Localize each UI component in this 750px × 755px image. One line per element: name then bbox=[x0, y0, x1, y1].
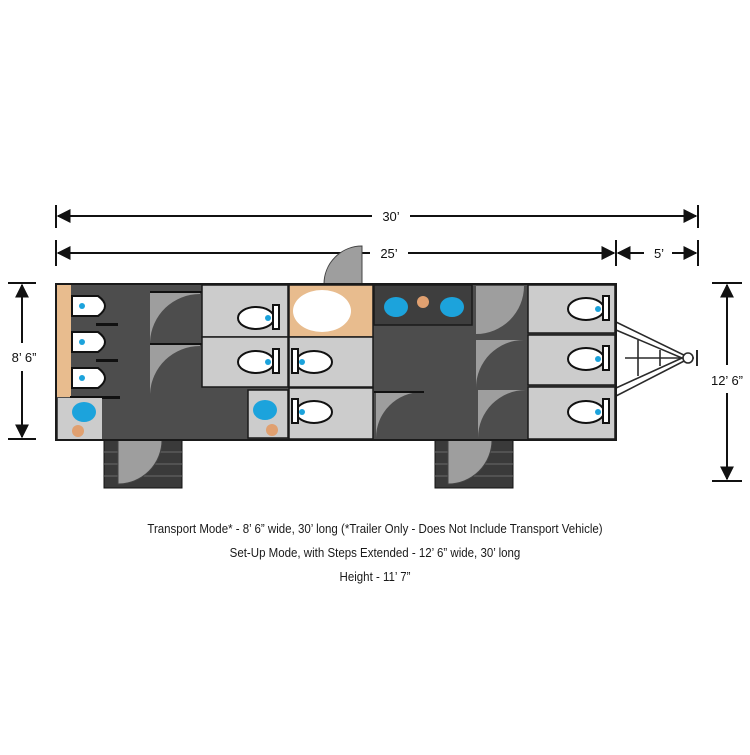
dimension-label-body: 25’ bbox=[380, 246, 397, 261]
trailer-hitch-icon bbox=[615, 321, 698, 397]
dimension-transport-width: 8’ 6” bbox=[8, 282, 37, 440]
door-swing-icon bbox=[447, 439, 493, 485]
door-swing-icon bbox=[117, 439, 163, 485]
trailer-outline bbox=[55, 283, 617, 441]
vanity-counter bbox=[57, 285, 71, 397]
caption-transport-mode: Transport Mode* - 8’ 6” wide, 30’ long (… bbox=[147, 522, 603, 536]
toilet-icon bbox=[567, 295, 610, 321]
door-swing-icon bbox=[476, 340, 524, 388]
sink-basin bbox=[293, 290, 351, 332]
toilet-icon bbox=[291, 348, 333, 374]
door-swing-icon bbox=[376, 392, 422, 438]
entry-steps-left bbox=[103, 439, 183, 489]
caption-setup-mode: Set-Up Mode, with Steps Extended - 12’ 6… bbox=[229, 546, 521, 560]
toilet-icon bbox=[567, 398, 610, 424]
door-swing-icon bbox=[478, 390, 526, 438]
door-swing-icon bbox=[150, 292, 200, 342]
sink-icon bbox=[384, 297, 408, 317]
caption-height: Height - 11’ 7” bbox=[339, 570, 411, 584]
toilet-icon bbox=[291, 398, 333, 424]
toilet-icon bbox=[237, 348, 280, 374]
sink-icon bbox=[440, 297, 464, 317]
dimension-label-setup-width: 12’ 6” bbox=[711, 373, 743, 388]
dimension-label-tongue: 5’ bbox=[654, 246, 664, 261]
urinal-icon bbox=[71, 295, 106, 317]
toilet-icon bbox=[567, 345, 610, 371]
dimension-tongue-length: 5’ bbox=[616, 240, 699, 266]
sink-icon bbox=[253, 400, 277, 420]
dimension-label-total: 30’ bbox=[382, 209, 399, 224]
door-swing-icon bbox=[476, 286, 524, 334]
dimension-total-length: 30’ bbox=[55, 205, 699, 228]
door-swing-icon bbox=[323, 245, 363, 285]
urinal-icon bbox=[71, 331, 106, 353]
dimension-setup-width: 12’ 6” bbox=[711, 282, 743, 482]
door-swing-icon bbox=[150, 344, 200, 394]
sink-icon bbox=[72, 402, 96, 422]
toilet-icon bbox=[237, 304, 280, 330]
entry-steps-right bbox=[434, 439, 514, 489]
dimension-label-transport-width: 8’ 6” bbox=[12, 350, 37, 365]
urinal-icon bbox=[71, 367, 106, 389]
dimension-body-length: 25’ bbox=[55, 240, 617, 266]
